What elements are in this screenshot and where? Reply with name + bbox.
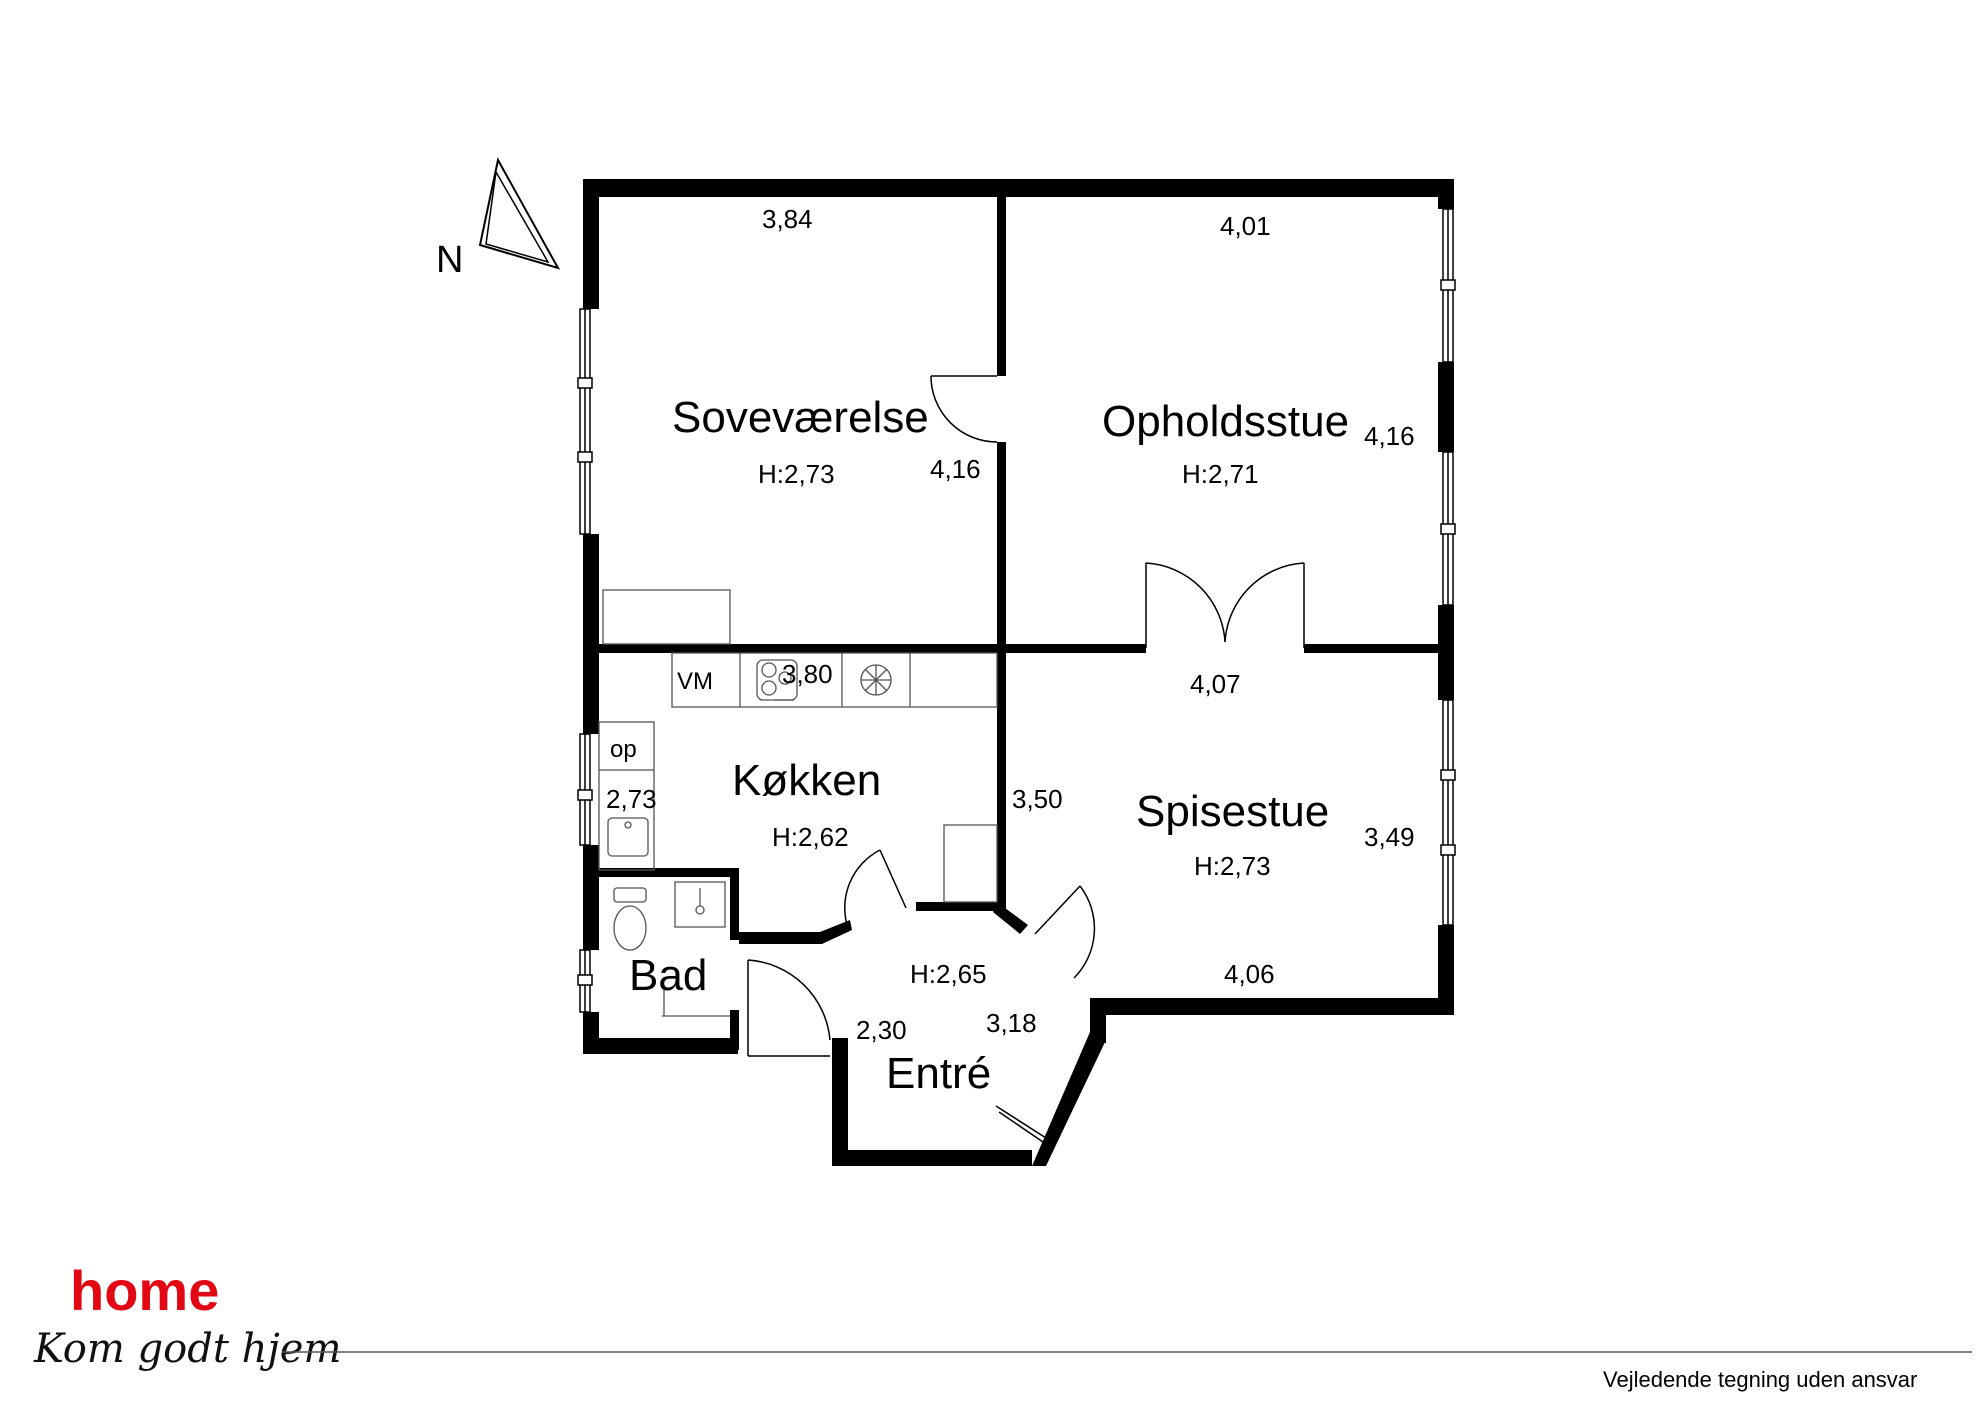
sink-icon — [607, 817, 649, 857]
fridge — [943, 824, 998, 903]
room-dim-b: 3,18 — [986, 1008, 1037, 1038]
door-swings — [747, 375, 1305, 1157]
room-opholdsstue: Opholdsstue H:2,71 4,01 4,16 — [1102, 211, 1415, 489]
room-width-bottom: 4,06 — [1224, 959, 1275, 989]
wardrobe — [602, 589, 731, 645]
room-depth: 4,16 — [930, 454, 981, 484]
room-width: 3,80 — [782, 659, 833, 689]
kitchen-side-counter — [598, 721, 655, 871]
hob-icon — [756, 659, 798, 701]
room-height: H:2,73 — [1194, 851, 1271, 881]
washing-machine-label: VM — [677, 668, 713, 695]
room-depth: 4,16 — [1364, 421, 1415, 451]
brand-logo: home — [70, 1259, 219, 1322]
toilet-icon — [613, 887, 647, 951]
room-width: 3,84 — [762, 204, 813, 234]
room-sovevaerelse: Soveværelse H:2,73 3,84 4,16 — [672, 204, 981, 489]
room-name: Entré — [886, 1049, 991, 1098]
kitchen-counter — [671, 652, 998, 708]
room-name: Spisestue — [1136, 787, 1329, 836]
room-height: H:2,65 — [910, 959, 987, 989]
fixtures — [598, 589, 998, 1017]
room-name: Soveværelse — [672, 393, 929, 442]
room-height: H:2,71 — [1182, 459, 1259, 489]
room-name: Opholdsstue — [1102, 397, 1349, 446]
room-spisestue: Spisestue H:2,73 4,07 4,06 3,50 3,49 — [1012, 669, 1415, 989]
room-depth-right: 3,49 — [1364, 822, 1415, 852]
interior-walls — [583, 190, 1444, 1050]
room-depth-left: 3,50 — [1012, 784, 1063, 814]
room-height: H:2,73 — [758, 459, 835, 489]
op-label: op — [610, 736, 637, 763]
north-label: N — [436, 239, 463, 281]
room-height: H:2,62 — [772, 822, 849, 852]
exterior-walls — [583, 179, 1454, 1166]
room-kokken: Køkken H:2,62 3,80 2,73 VM op — [606, 659, 881, 852]
footer: home Kom godt hjem Vejledende tegning ud… — [33, 1259, 1972, 1392]
room-bad: Bad — [629, 951, 707, 1000]
disclaimer-text: Vejledende tegning uden ansvar — [1603, 1367, 1917, 1392]
windows — [577, 208, 1456, 1013]
brand-tagline: Kom godt hjem — [33, 1326, 341, 1372]
room-width: 4,01 — [1220, 211, 1271, 241]
north-arrow: N — [436, 157, 561, 281]
extractor-fan-icon — [860, 664, 892, 696]
room-name: Bad — [629, 951, 707, 1000]
north-arrow-icon — [478, 157, 561, 270]
bath-sink-icon — [674, 881, 726, 928]
room-name: Køkken — [732, 756, 881, 805]
room-entre: Entré H:2,65 2,30 3,18 — [856, 959, 1037, 1098]
room-depth: 2,73 — [606, 784, 657, 814]
room-dim-a: 2,30 — [856, 1015, 907, 1045]
room-width-top: 4,07 — [1190, 669, 1241, 699]
